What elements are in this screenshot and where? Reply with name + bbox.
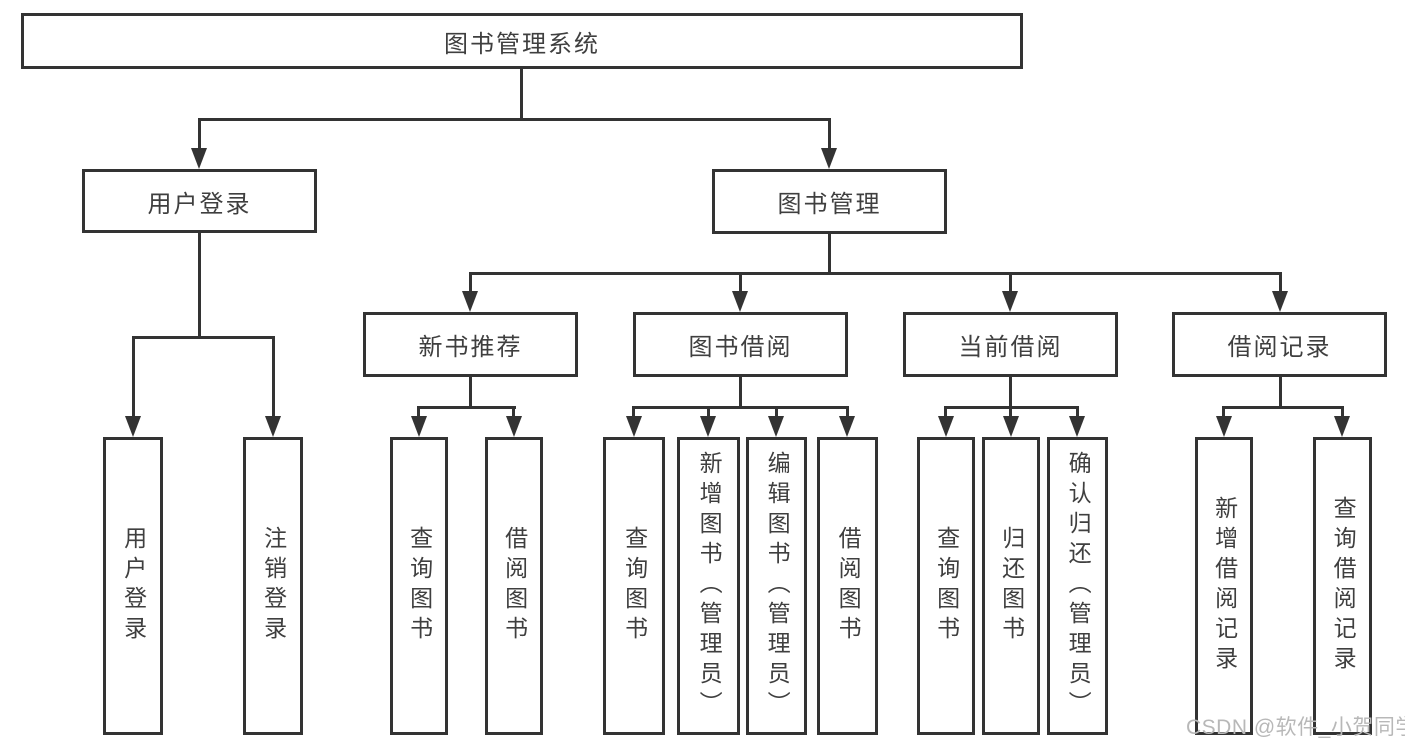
leaf-user-login: 用户登录 (103, 437, 163, 735)
connector-shaft-leaf-borrow-borrowing (846, 406, 849, 420)
connector-shaft-borrowing-records (1279, 272, 1282, 293)
connector-new-book-recommend-stem (469, 376, 472, 409)
leaf-add-borrow-record-label: 新增借阅记录 (1211, 496, 1238, 676)
connector-shaft-book-management (828, 118, 831, 151)
connector-shaft-leaf-edit-books (775, 406, 778, 420)
connector-splitter-book-borrowing (632, 406, 848, 409)
connector-shaft-leaf-add-record (1222, 406, 1225, 420)
connector-splitter-level2 (198, 118, 831, 121)
arrowhead-current-borrowing (1002, 291, 1018, 312)
node-borrowing-records: 借阅记录 (1172, 312, 1387, 377)
node-current-borrowing-label: 当前借阅 (958, 334, 1063, 361)
node-book-management: 图书管理 (712, 169, 947, 234)
leaf-borrow-books-borrowing-label: 借阅图书 (835, 526, 862, 646)
leaf-logout-label: 注销登录 (260, 526, 287, 646)
connector-shaft-new-book-recommend (469, 272, 472, 293)
arrowhead-leaf-borrow-borrowing (839, 416, 855, 437)
arrowhead-leaf-query-recommend (411, 416, 427, 437)
leaf-confirm-return-admin: 确认归还（管理员） (1047, 437, 1108, 735)
connector-shaft-current-borrowing (1009, 272, 1012, 293)
connector-shaft-leaf-borrow-recommend (512, 406, 515, 420)
arrowhead-new-book-recommend (462, 291, 478, 312)
leaf-add-books-admin-label: 新增图书（管理员） (696, 451, 723, 721)
connector-borrowing-records-stem (1279, 376, 1282, 409)
connector-splitter-borrowing-records (1222, 406, 1343, 409)
leaf-query-books-current: 查询图书 (917, 437, 975, 735)
node-library-system-label: 图书管理系统 (444, 30, 600, 58)
leaf-edit-books-admin: 编辑图书（管理员） (746, 437, 807, 735)
leaf-return-books-label: 归还图书 (998, 526, 1025, 646)
connector-shaft-leaf-query-borrowing (632, 406, 635, 420)
arrowhead-borrowing-records (1272, 291, 1288, 312)
connector-shaft-leaf-logout (272, 336, 275, 420)
leaf-borrow-books-recommend: 借阅图书 (485, 437, 543, 735)
leaf-logout: 注销登录 (243, 437, 303, 735)
leaf-edit-books-admin-label: 编辑图书（管理员） (764, 451, 791, 721)
connector-shaft-leaf-query-recommend (417, 406, 420, 420)
leaf-borrow-books-recommend-label: 借阅图书 (501, 526, 528, 646)
leaf-confirm-return-admin-label: 确认归还（管理员） (1065, 451, 1092, 721)
node-book-borrowing: 图书借阅 (633, 312, 848, 377)
arrowhead-user-login (191, 148, 207, 169)
connector-book-management-stem (828, 234, 831, 274)
connector-shaft-leaf-add-books (707, 406, 710, 420)
node-book-borrowing-label: 图书借阅 (688, 334, 793, 361)
connector-shaft-user-login (198, 118, 201, 151)
connector-shaft-leaf-return-books (1009, 406, 1012, 420)
leaf-query-borrow-record-label: 查询借阅记录 (1330, 496, 1357, 676)
arrowhead-book-borrowing (732, 291, 748, 312)
leaf-add-borrow-record: 新增借阅记录 (1195, 437, 1253, 735)
connector-user-login-stem (198, 233, 201, 337)
leaf-query-books-recommend-label: 查询图书 (406, 526, 433, 646)
node-current-borrowing: 当前借阅 (903, 312, 1118, 377)
leaf-user-login-label: 用户登录 (120, 526, 147, 646)
arrowhead-leaf-confirm-return (1069, 416, 1085, 437)
arrowhead-leaf-return-books (1003, 416, 1019, 437)
arrowhead-leaf-query-borrowing (626, 416, 642, 437)
connector-shaft-leaf-query-record (1341, 406, 1344, 420)
arrowhead-leaf-logout (265, 416, 281, 437)
arrowhead-leaf-edit-books (768, 416, 784, 437)
leaf-query-books-borrowing-label: 查询图书 (621, 526, 648, 646)
leaf-borrow-books-borrowing: 借阅图书 (817, 437, 878, 735)
node-new-book-recommend: 新书推荐 (363, 312, 578, 377)
leaf-query-books-current-label: 查询图书 (933, 526, 960, 646)
arrowhead-leaf-borrow-recommend (506, 416, 522, 437)
connector-splitter-new-book-recommend (418, 406, 516, 409)
connector-root-stem (520, 69, 523, 119)
node-user-login: 用户登录 (82, 169, 317, 233)
connector-current-borrowing-stem (1009, 376, 1012, 409)
node-user-login-label: 用户登录 (147, 190, 252, 218)
arrowhead-leaf-query-current (938, 416, 954, 437)
leaf-add-books-admin: 新增图书（管理员） (677, 437, 740, 735)
arrowhead-book-management (821, 148, 837, 169)
connector-shaft-book-borrowing (739, 272, 742, 293)
connector-shaft-leaf-confirm-return (1076, 406, 1079, 420)
leaf-return-books: 归还图书 (982, 437, 1040, 735)
node-book-management-label: 图书管理 (777, 191, 882, 218)
leaf-query-borrow-record: 查询借阅记录 (1313, 437, 1372, 735)
node-new-book-recommend-label: 新书推荐 (418, 334, 523, 361)
arrowhead-leaf-query-record (1334, 416, 1350, 437)
arrowhead-leaf-user-login (125, 416, 141, 437)
connector-splitter-level3 (469, 272, 1282, 275)
node-borrowing-records-label: 借阅记录 (1227, 334, 1332, 361)
arrowhead-leaf-add-books (700, 416, 716, 437)
connector-book-borrowing-stem (739, 376, 742, 409)
watermark: CSDN @软件_小贺同学 (1186, 716, 1405, 739)
connector-splitter-user-login (132, 336, 275, 339)
node-library-system: 图书管理系统 (21, 13, 1023, 69)
leaf-query-books-borrowing: 查询图书 (603, 437, 665, 735)
connector-shaft-leaf-user-login (132, 336, 135, 420)
arrowhead-leaf-add-record (1216, 416, 1232, 437)
leaf-query-books-recommend: 查询图书 (390, 437, 448, 735)
connector-shaft-leaf-query-current (944, 406, 947, 420)
